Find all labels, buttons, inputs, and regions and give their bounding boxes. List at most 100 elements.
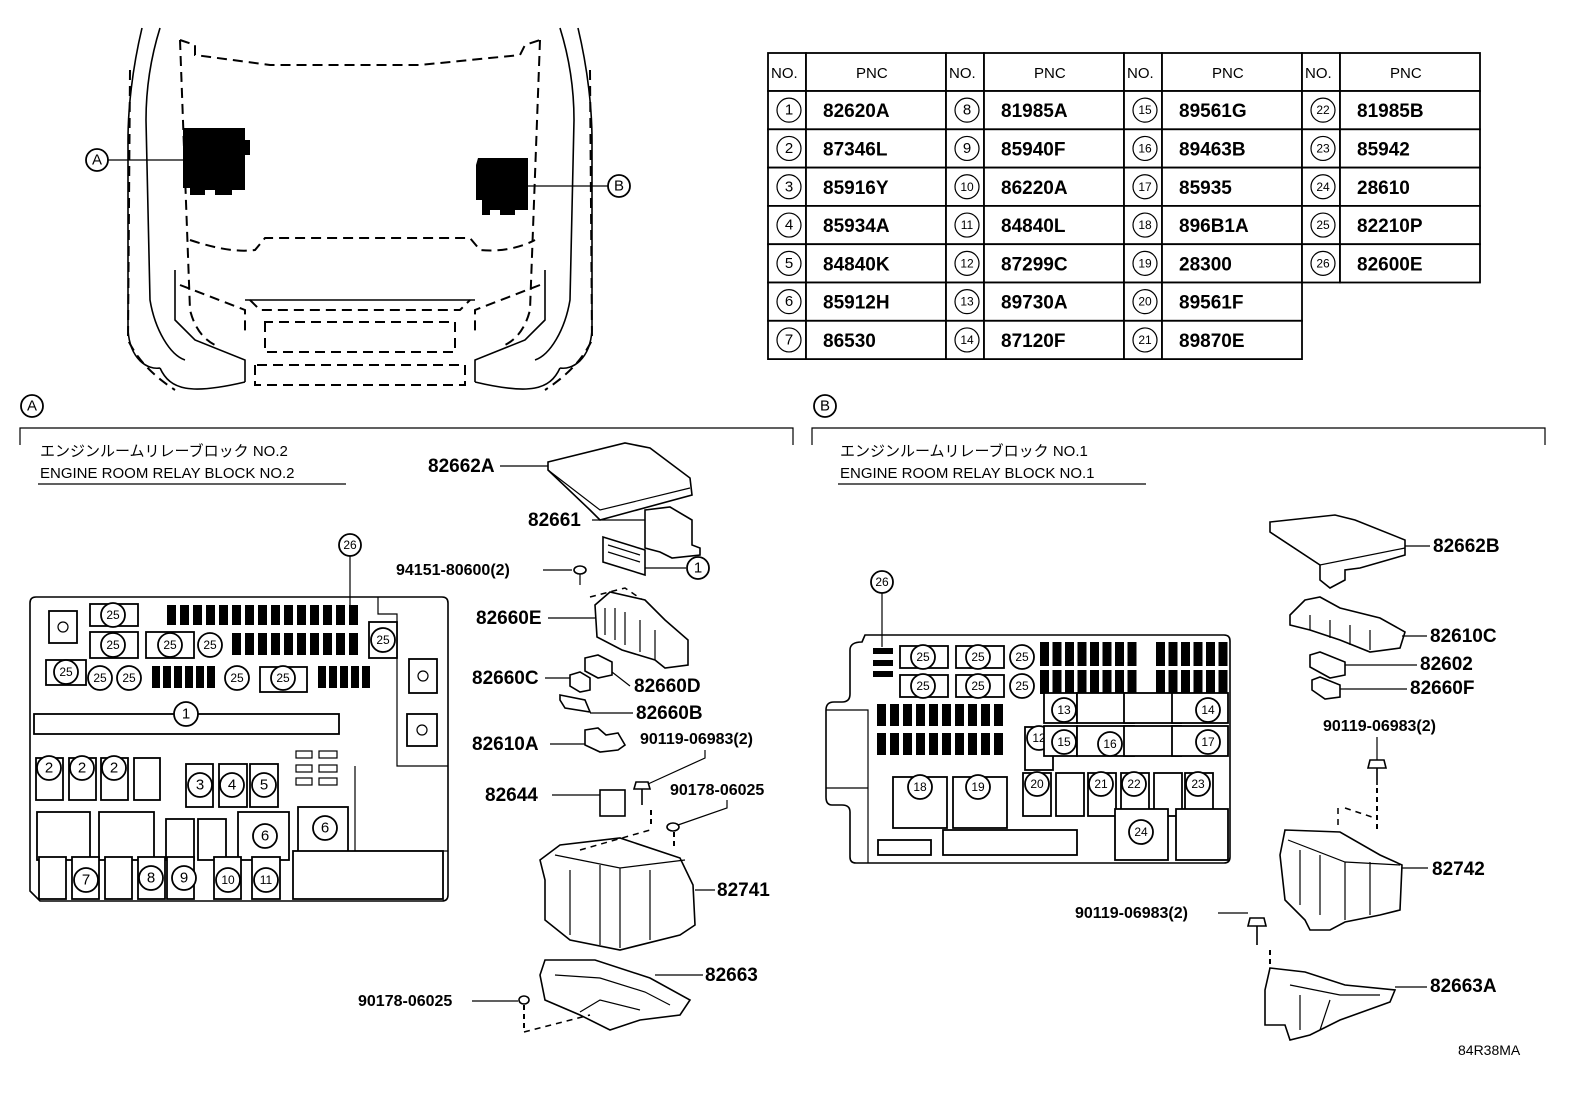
svg-text:PNC: PNC <box>1212 65 1244 82</box>
table-header-no <box>1301 52 1341 92</box>
pnc-value: 28610 <box>1357 178 1410 199</box>
part-label-90119-06983-b1: 90119-06983(2) <box>1323 718 1436 735</box>
relay-25 <box>100 632 126 658</box>
callout-9 <box>171 865 197 891</box>
section-a-bracket <box>19 427 794 445</box>
connector-82660d <box>584 654 613 679</box>
fuse-slot <box>1077 670 1087 694</box>
callout-6 <box>312 815 338 841</box>
fuse-slot <box>1040 670 1049 694</box>
svg-text:25: 25 <box>122 671 136 685</box>
table-row <box>1123 204 1163 246</box>
fuse-slot <box>152 666 160 688</box>
table-row <box>1301 128 1341 169</box>
fuse-slot <box>167 605 176 625</box>
fuse-slot <box>1168 670 1178 694</box>
fuse-slot <box>955 733 964 755</box>
callout-2 <box>101 755 127 781</box>
fuse-slot <box>180 605 189 625</box>
item-number-badge <box>954 212 980 238</box>
fuse-slot <box>1156 642 1165 666</box>
section-b-callout <box>813 394 837 418</box>
fuse-slot <box>297 633 306 655</box>
svg-text:10: 10 <box>960 180 974 194</box>
svg-text:23: 23 <box>1191 777 1205 791</box>
relay-82644 <box>599 789 626 817</box>
part-label-82660e: 82660E <box>476 608 542 629</box>
fuse-slot <box>336 633 345 655</box>
section-a-callout-label: A <box>27 398 37 415</box>
fuse-slot <box>994 704 1003 726</box>
svg-text:8: 8 <box>963 102 971 119</box>
item-number-badge <box>1310 250 1336 276</box>
pnc-value: 85912H <box>823 293 890 314</box>
fuse-slot <box>1065 642 1074 666</box>
relay-25 <box>1009 673 1035 699</box>
relay-slot <box>197 818 227 861</box>
figure-code: 84R38MA <box>1458 1042 1521 1058</box>
relay-slot <box>133 757 161 801</box>
pnc-value: 89463B <box>1179 139 1246 160</box>
part-label-82662a: 82662A <box>428 456 495 477</box>
fuse-slot <box>981 733 990 755</box>
table-row <box>1301 204 1341 246</box>
callout-5 <box>251 772 277 798</box>
fuse-slot <box>349 605 358 625</box>
relay-25 <box>270 665 296 691</box>
svg-text:25: 25 <box>376 633 390 647</box>
pnc-value: 85916Y <box>823 178 889 199</box>
svg-text:25: 25 <box>1015 679 1029 693</box>
svg-text:5: 5 <box>260 777 268 794</box>
fuse-slot <box>284 605 293 625</box>
table-header-no <box>767 52 807 92</box>
svg-text:PNC: PNC <box>1390 65 1422 82</box>
callout-b-label: B <box>614 178 624 195</box>
item-number-badge <box>954 135 980 162</box>
fuse-slot <box>994 733 1003 755</box>
item-number-badge <box>1132 97 1158 123</box>
callout-21 <box>1088 771 1114 797</box>
pnc-value: 89730A <box>1001 293 1068 314</box>
svg-text:13: 13 <box>1057 703 1071 717</box>
svg-text:1: 1 <box>785 102 793 119</box>
relay-25 <box>965 673 991 699</box>
svg-text:5: 5 <box>785 255 793 272</box>
relay-block-no1-outline <box>825 634 1231 864</box>
relay-slot <box>1175 808 1229 861</box>
svg-text:22: 22 <box>1127 777 1141 791</box>
relay-holder-82610c <box>1289 596 1406 653</box>
relay-25 <box>1009 644 1035 670</box>
svg-text:17: 17 <box>1138 180 1152 194</box>
fuse-slot <box>1115 670 1124 694</box>
fuse-slot <box>318 666 326 688</box>
part-label-82610c: 82610C <box>1430 626 1497 647</box>
fuse-slot <box>1193 642 1203 666</box>
relay-slot <box>36 811 91 861</box>
section-a-title-jp: エンジンルームリレーブロック NO.2 <box>40 442 288 460</box>
vehicle-locator: A B <box>85 27 631 391</box>
svg-text:25: 25 <box>59 665 73 679</box>
fuse-slot <box>1040 642 1049 666</box>
item-number-badge <box>1132 212 1158 238</box>
svg-text:2: 2 <box>785 140 793 157</box>
svg-text:17: 17 <box>1201 735 1215 749</box>
callout-a-label: A <box>92 152 102 169</box>
item-number-badge <box>1132 289 1158 315</box>
fuse-slot <box>193 605 202 625</box>
item-number-badge <box>1310 97 1336 123</box>
pnc-value: 82210P <box>1357 216 1423 237</box>
callout-18 <box>907 774 933 800</box>
svg-text:14: 14 <box>960 333 974 347</box>
callout-20 <box>1024 771 1050 797</box>
fuse-slot <box>310 633 319 655</box>
item-number-badge <box>776 289 802 315</box>
part-label-82663: 82663 <box>705 965 758 986</box>
fuse-slot <box>1052 642 1062 666</box>
svg-text:16: 16 <box>1103 737 1117 751</box>
item-number-badge <box>776 135 802 162</box>
fuse-slot <box>258 605 267 625</box>
pnc-value: 86220A <box>1001 178 1068 199</box>
section-a: A エンジンルームリレーブロック NO.2 ENGINE ROOM RELAY … <box>19 394 794 1033</box>
relay-25 <box>53 659 79 685</box>
